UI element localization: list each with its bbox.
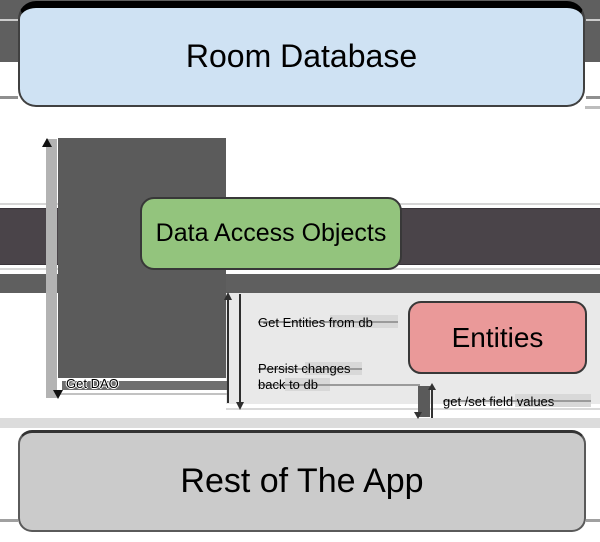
edge-artifact-line xyxy=(0,19,18,21)
edge-artifact-line xyxy=(585,106,600,109)
node-rest-of-the-app-label: Rest of The App xyxy=(180,462,424,500)
get-entities-arrow-line xyxy=(227,295,229,403)
strike-line-artifact xyxy=(258,384,420,386)
get-set-arrow-line xyxy=(431,387,433,418)
light-stripe xyxy=(0,418,600,428)
node-entities-label: Entities xyxy=(451,321,544,353)
get-dao-arrow-shaft xyxy=(46,139,57,398)
edge-artifact-line xyxy=(0,519,18,522)
panel-bottom-artifact-line xyxy=(226,408,600,410)
node-data-access-objects-label: Data Access Objects xyxy=(155,219,387,247)
arrowhead-down-icon xyxy=(414,412,422,419)
edge-label-persist-changes: Persist changes back to db xyxy=(258,361,351,392)
get-dao-artifact-line xyxy=(57,393,227,395)
arrowhead-up-icon xyxy=(224,292,232,300)
edge-label-get-dao: Get DAO xyxy=(66,376,119,391)
node-rest-of-the-app: Rest of The App xyxy=(18,430,586,532)
node-data-access-objects: Data Access Objects xyxy=(140,197,402,270)
edge-artifact-line xyxy=(586,19,600,21)
node-room-database-label: Room Database xyxy=(185,38,418,74)
edge-artifact-line xyxy=(586,519,600,522)
node-room-database: Room Database xyxy=(18,1,585,107)
node-entities: Entities xyxy=(408,301,587,374)
strike-line-artifact xyxy=(258,368,362,370)
arrowhead-down-icon xyxy=(53,390,63,399)
arrowhead-up-icon xyxy=(42,138,52,147)
edge-label-get-set-field-values: get /set field values xyxy=(443,394,555,409)
edge-label-get-entities: Get Entities from db xyxy=(258,315,373,330)
strike-line-artifact xyxy=(258,321,398,323)
get-set-arrow-shaft xyxy=(418,386,430,417)
arrowhead-up-icon xyxy=(428,383,436,390)
strike-line-artifact xyxy=(443,400,591,402)
edge-artifact-line xyxy=(586,96,600,99)
persist-changes-arrow-line xyxy=(239,294,241,402)
get-dao-strike-bar xyxy=(62,381,227,390)
edge-artifact-line xyxy=(0,96,18,99)
arrowhead-down-icon xyxy=(236,402,244,410)
